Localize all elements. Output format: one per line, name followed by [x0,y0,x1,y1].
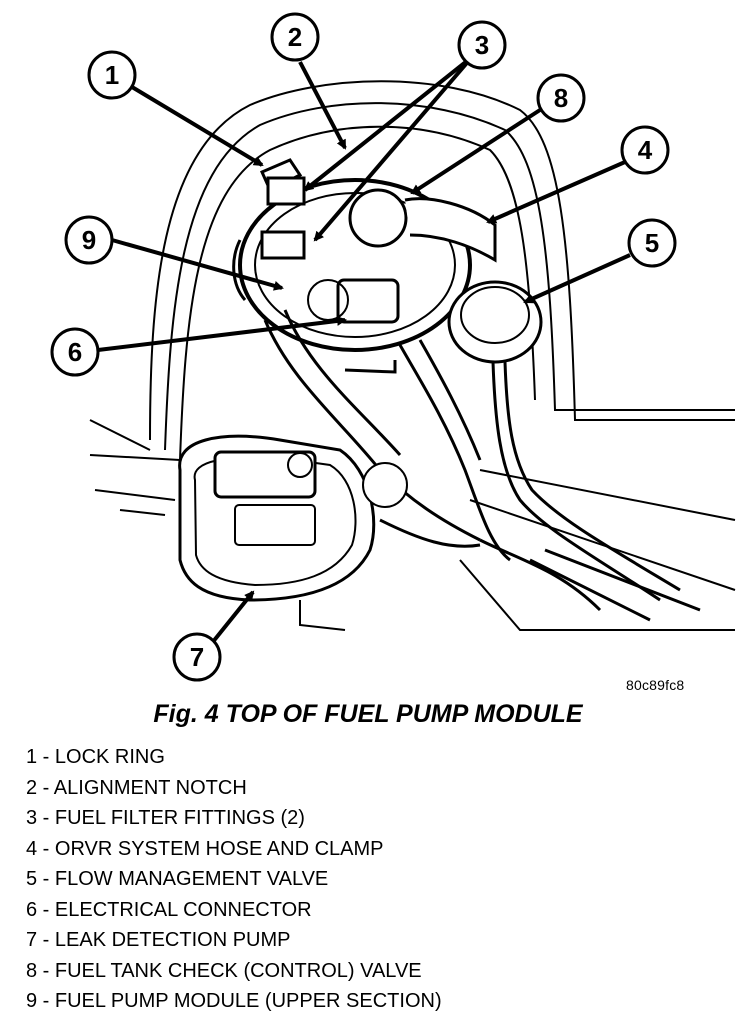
callout-number-8: 8 [554,83,568,113]
callout-number-6: 6 [68,337,82,367]
legend-item: 8 - FUEL TANK CHECK (CONTROL) VALVE [26,959,422,982]
callout-circle-9 [64,215,114,265]
callout-circles [50,12,677,682]
legend-item: 3 - FUEL FILTER FITTINGS (2) [26,807,305,829]
callout-number-4: 4 [638,135,653,165]
callout-number-2: 2 [288,22,302,52]
callout-number-9: 9 [82,225,96,255]
callout-number-5: 5 [645,228,659,258]
leader-2 [298,61,347,150]
callout-numbers: 1 2 3 4 5 6 7 8 9 [68,22,659,672]
callout-circle-6 [50,327,100,377]
figure-title: Fig. 4 TOP OF FUEL PUMP MODULE [153,700,583,728]
legend-item: 5 - FLOW MANAGEMENT VALVE [26,868,329,890]
callout-circle-5 [627,218,677,268]
leader-3a [303,55,474,192]
leader-7 [210,590,255,645]
callout-circle-4 [620,125,670,175]
legend-item: 1 - LOCK RING [26,746,165,768]
callout-circle-1 [87,50,137,100]
callout-circle-8 [536,73,586,123]
flow-management-valve-shape [447,280,543,364]
leak-detection-pump-shape [178,434,408,602]
legend-item: 2 - ALIGNMENT NOTCH [26,776,247,799]
leader-5 [523,253,631,304]
callout-number-7: 7 [190,642,204,672]
legend-item: 4 - ORVR SYSTEM HOSE AND CLAMP [26,837,384,860]
callout-circle-7 [172,632,222,682]
callout-leaders [97,55,631,645]
callout-circle-3 [457,20,507,70]
callout-number-1: 1 [105,60,119,90]
leader-4 [486,160,626,224]
legend-item: 6 - ELECTRICAL CONNECTOR [26,898,312,921]
legend-item: 7 - LEAK DETECTION PUMP [26,929,291,951]
legend-list: 1 - LOCK RING 2 - ALIGNMENT NOTCH 3 - FU… [26,742,442,1017]
pump-module-upper-section [232,158,497,374]
leader-9 [111,238,284,291]
leader-1 [130,85,264,167]
fuel-pump-module-illustration: 1 2 3 4 5 6 7 8 9 [50,12,736,682]
leader-3b [313,55,474,242]
figure-code: 80c89fc8 [626,677,685,693]
legend-item: 9 - FUEL PUMP MODULE (UPPER SECTION) [26,990,442,1012]
leader-6 [97,316,347,352]
callout-circle-2 [270,12,320,62]
leader-8 [410,108,542,195]
callout-number-3: 3 [475,30,489,60]
fuel-tank-outline [89,80,736,631]
